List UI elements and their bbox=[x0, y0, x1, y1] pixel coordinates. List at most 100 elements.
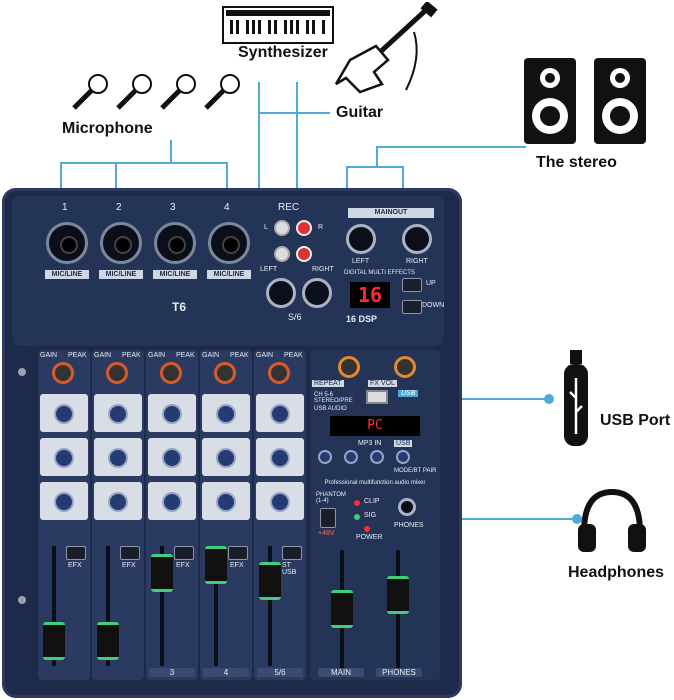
peak-label: PEAK bbox=[68, 352, 87, 359]
repeat-label: REPEAT bbox=[312, 380, 344, 387]
rec-label: REC bbox=[278, 202, 300, 213]
dsp-label: 16 DSP bbox=[346, 314, 378, 324]
headphones-label: Headphones bbox=[568, 564, 665, 581]
sig-led bbox=[354, 514, 360, 520]
microphone-label: Microphone bbox=[62, 120, 153, 137]
channel-fader[interactable] bbox=[259, 562, 281, 600]
main-out-right[interactable] bbox=[402, 224, 432, 254]
phantom-button[interactable] bbox=[320, 508, 336, 528]
mid-knob[interactable] bbox=[108, 448, 128, 468]
rec-l-label: L bbox=[264, 224, 268, 231]
phones-fader[interactable] bbox=[387, 576, 409, 614]
eq-low bbox=[40, 482, 88, 520]
efx-button[interactable] bbox=[120, 546, 140, 560]
channel-fader[interactable] bbox=[205, 546, 227, 584]
st-usb-label: ST USB bbox=[282, 562, 297, 576]
high-knob[interactable] bbox=[54, 404, 74, 424]
mic-line-label: MIC/LINE bbox=[153, 270, 197, 279]
rca-in-left[interactable] bbox=[274, 246, 290, 262]
channel-strip-4: GAIN PEAK EFX 4 bbox=[200, 350, 252, 680]
channel-label: 5/6 bbox=[257, 668, 303, 677]
peak-label: PEAK bbox=[284, 352, 303, 359]
gain-knob[interactable] bbox=[160, 362, 182, 384]
gain-knob[interactable] bbox=[214, 362, 236, 384]
gain-knob[interactable] bbox=[52, 362, 74, 384]
mid-knob[interactable] bbox=[216, 448, 236, 468]
repeat-knob[interactable] bbox=[338, 356, 360, 378]
fx-vol-knob[interactable] bbox=[394, 356, 416, 378]
xlr-input-4[interactable] bbox=[208, 222, 250, 264]
channel-number: 3 bbox=[170, 202, 176, 213]
channel-strip-5-6: GAIN PEAK ST USB 5/6 bbox=[254, 350, 306, 680]
phones-label: PHONES bbox=[394, 522, 424, 529]
synthesizer-icon bbox=[222, 6, 334, 44]
eq-low bbox=[148, 482, 196, 520]
rec-out-right[interactable] bbox=[296, 220, 312, 236]
next-button[interactable] bbox=[370, 450, 384, 464]
eq-mid bbox=[40, 438, 88, 476]
guitar-icon bbox=[330, 0, 440, 96]
fader-track bbox=[268, 546, 272, 666]
channel-fader[interactable] bbox=[151, 554, 173, 592]
mic-line-label: MIC/LINE bbox=[45, 270, 89, 279]
synthesizer-label: Synthesizer bbox=[238, 44, 328, 61]
play-button[interactable] bbox=[318, 450, 332, 464]
efx-button[interactable] bbox=[66, 546, 86, 560]
xlr-input-3[interactable] bbox=[154, 222, 196, 264]
usb-small-label: USB bbox=[394, 440, 413, 447]
efx-button[interactable] bbox=[174, 546, 194, 560]
mixer-body: 1 2 3 4 MIC/LINE MIC/LINE MIC/LINE MIC/L… bbox=[2, 188, 462, 698]
rca-in-right[interactable] bbox=[296, 246, 312, 262]
main-out-left[interactable] bbox=[346, 224, 376, 254]
high-knob[interactable] bbox=[216, 404, 236, 424]
phantom-label: PHANTOM (1-4) bbox=[316, 492, 346, 504]
xlr-input-1[interactable] bbox=[46, 222, 88, 264]
eq-mid bbox=[148, 438, 196, 476]
subtitle: Professional multifunction audio mixer bbox=[324, 480, 426, 486]
fader-track bbox=[106, 546, 110, 666]
mid-knob[interactable] bbox=[270, 448, 290, 468]
peak-label: PEAK bbox=[230, 352, 249, 359]
high-knob[interactable] bbox=[162, 404, 182, 424]
gain-knob[interactable] bbox=[106, 362, 128, 384]
main-fader[interactable] bbox=[331, 590, 353, 628]
eq-high bbox=[148, 394, 196, 432]
input-jack-5[interactable] bbox=[266, 278, 296, 308]
channel-fader[interactable] bbox=[43, 622, 65, 660]
rec-r-label: R bbox=[318, 224, 324, 231]
phones-jack[interactable] bbox=[398, 498, 416, 516]
mid-knob[interactable] bbox=[162, 448, 182, 468]
high-knob[interactable] bbox=[108, 404, 128, 424]
low-knob[interactable] bbox=[216, 492, 236, 512]
mode-button[interactable] bbox=[396, 450, 410, 464]
channel-strip-1: GAIN PEAK EFX bbox=[38, 350, 90, 680]
usb-tag: USB bbox=[398, 390, 419, 397]
low-knob[interactable] bbox=[108, 492, 128, 512]
channel-label: 4 bbox=[203, 668, 249, 677]
up-label: UP bbox=[426, 280, 436, 287]
xlr-input-2[interactable] bbox=[100, 222, 142, 264]
v48-label: +48V bbox=[318, 530, 335, 537]
st-usb-button[interactable] bbox=[282, 546, 302, 560]
channel-fader[interactable] bbox=[97, 622, 119, 660]
effect-down-button[interactable] bbox=[402, 300, 422, 314]
efx-button[interactable] bbox=[228, 546, 248, 560]
mic-line-label: MIC/LINE bbox=[207, 270, 251, 279]
effect-up-button[interactable] bbox=[402, 278, 422, 292]
peak-label: PEAK bbox=[122, 352, 141, 359]
high-knob[interactable] bbox=[270, 404, 290, 424]
low-knob[interactable] bbox=[162, 492, 182, 512]
rec-out-left[interactable] bbox=[274, 220, 290, 236]
prev-button[interactable] bbox=[344, 450, 358, 464]
clip-label: CLIP bbox=[364, 498, 380, 505]
input-jack-6[interactable] bbox=[302, 278, 332, 308]
efx-label: EFX bbox=[122, 562, 136, 569]
stereo-label: The stereo bbox=[536, 154, 617, 171]
mainout-left-label: LEFT bbox=[352, 258, 370, 265]
low-knob[interactable] bbox=[54, 492, 74, 512]
gain-knob[interactable] bbox=[268, 362, 290, 384]
mid-knob[interactable] bbox=[54, 448, 74, 468]
low-knob[interactable] bbox=[270, 492, 290, 512]
eq-low bbox=[94, 482, 142, 520]
usb-port[interactable] bbox=[366, 390, 388, 404]
